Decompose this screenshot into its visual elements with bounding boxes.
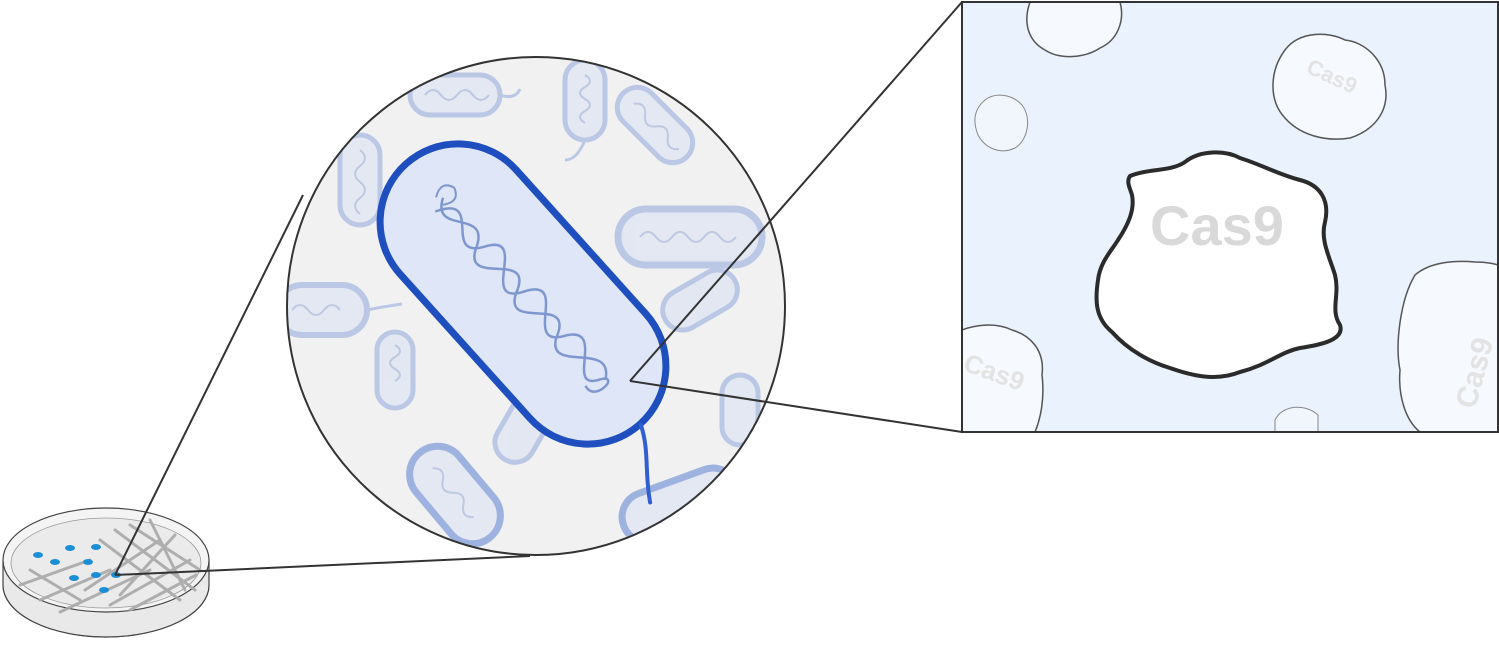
cas9-protein-small: Cas9	[1397, 260, 1498, 432]
zoom-lines-dish-to-cell	[114, 194, 531, 576]
zoom-lines-cell-to-protein	[629, 1, 963, 433]
petri-dish	[2, 507, 210, 638]
cas9-protein-main: Cas9	[1094, 150, 1343, 379]
cas9-protein-small	[1026, 2, 1123, 58]
cas9-protein-small: Cas9	[962, 324, 1044, 432]
cas9-label-main: Cas9	[1150, 194, 1284, 257]
cas9-protein-small	[974, 94, 1029, 152]
magnified-bacteria-view	[286, 56, 786, 556]
main-bacterium	[376, 140, 670, 505]
cas9-protein-small: Cas9	[1272, 33, 1387, 140]
cas9-protein-panel: Cas9 Cas9 Cas9 Cas9	[961, 1, 1499, 433]
colony-dots	[33, 544, 121, 593]
cas9-protein-small	[1274, 406, 1319, 432]
